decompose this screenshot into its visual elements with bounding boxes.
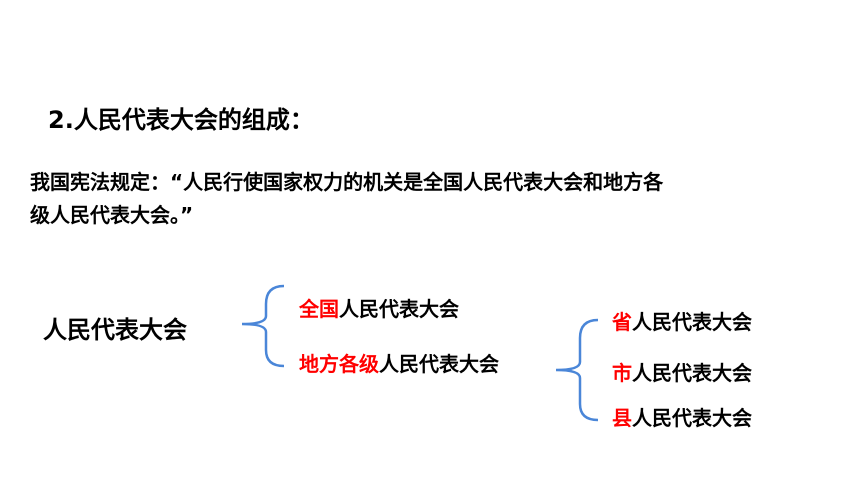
node-national-highlight: 全国 xyxy=(299,297,339,321)
node-local-npc: 地方各级人民代表大会 xyxy=(299,348,499,377)
node-provincial-npc: 省人民代表大会 xyxy=(612,306,752,335)
node-local-rest: 人民代表大会 xyxy=(379,352,499,376)
node-national-npc: 全国人民代表大会 xyxy=(299,293,459,322)
node-city-rest: 人民代表大会 xyxy=(632,361,752,385)
node-provincial-rest: 人民代表大会 xyxy=(632,310,752,334)
node-national-rest: 人民代表大会 xyxy=(339,297,459,321)
bracket-level-2 xyxy=(555,318,599,422)
tree-root-label: 人民代表大会 xyxy=(43,316,187,344)
node-city-highlight: 市 xyxy=(612,361,632,385)
node-provincial-highlight: 省 xyxy=(612,310,632,334)
node-county-rest: 人民代表大会 xyxy=(632,406,752,430)
quote-line-2: 级人民代表大会。” xyxy=(30,203,194,227)
node-city-npc: 市人民代表大会 xyxy=(612,357,752,386)
quote-line-1: 我国宪法规定：“人民行使国家权力的机关是全国人民代表大会和地方各 xyxy=(30,170,664,194)
node-local-highlight: 地方各级 xyxy=(299,352,379,376)
node-county-npc: 县人民代表大会 xyxy=(612,402,752,431)
section-heading: 2.人民代表大会的组成： xyxy=(48,106,314,134)
node-county-highlight: 县 xyxy=(612,406,632,430)
bracket-level-1 xyxy=(241,284,285,368)
constitution-quote: 我国宪法规定：“人民行使国家权力的机关是全国人民代表大会和地方各 级人民代表大会… xyxy=(30,166,663,232)
